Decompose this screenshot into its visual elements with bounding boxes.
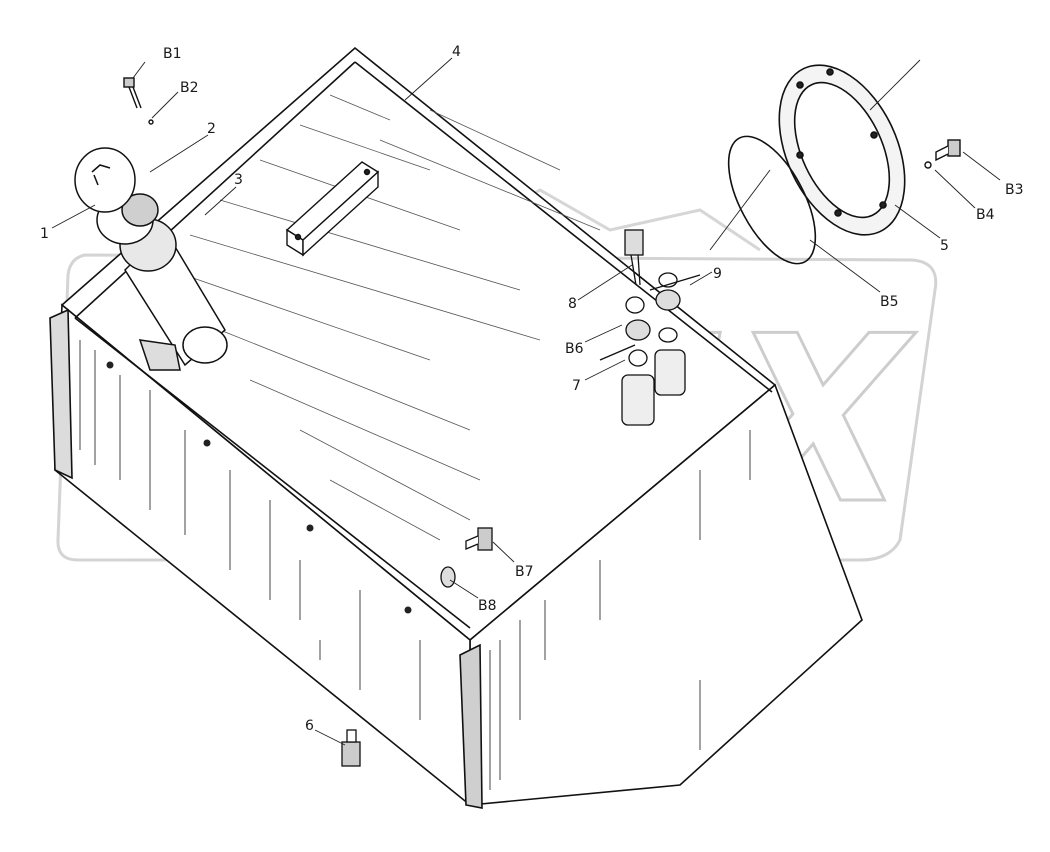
drain-plug [341,729,361,767]
front-hatching [79,340,421,720]
callout-b6: B6 [565,341,584,357]
callout-b1: B1 [163,46,182,62]
fittings-cluster [599,229,701,426]
leader-lines [51,57,1001,746]
callout-b8: B8 [478,598,497,614]
filler-neck [74,147,228,371]
callout-2: 2 [207,121,216,137]
callout-8: 8 [568,296,577,312]
callout-4: 4 [452,44,461,60]
callout-3: 3 [234,172,243,188]
cover-bolt [924,139,961,169]
gauge-block [285,161,380,257]
right-hatching [489,430,751,790]
tank-rear-flange [459,643,483,809]
callout-b2: B2 [180,80,199,96]
callout-b7: B7 [515,564,534,580]
filler-cap [74,147,136,213]
callout-1: 1 [40,226,49,242]
callout-b5: B5 [880,294,899,310]
callout-labels: 1 2 3 4 5 6 7 8 9 B1 B2 B3 B4 B5 B6 B7 B… [40,44,1024,734]
side-bolt [440,527,493,588]
inspection-cover [727,64,906,265]
mounting-holes [106,361,412,614]
callout-5: 5 [940,238,949,254]
callout-b4: B4 [976,207,995,223]
callout-9: 9 [713,266,722,282]
callout-b3: B3 [1005,182,1024,198]
callout-6: 6 [305,718,314,734]
tank-end-flange [49,308,73,480]
top-hatching [169,94,601,541]
fuel-tank [49,46,863,809]
cap-bolt [123,77,154,125]
callout-7: 7 [572,378,581,394]
